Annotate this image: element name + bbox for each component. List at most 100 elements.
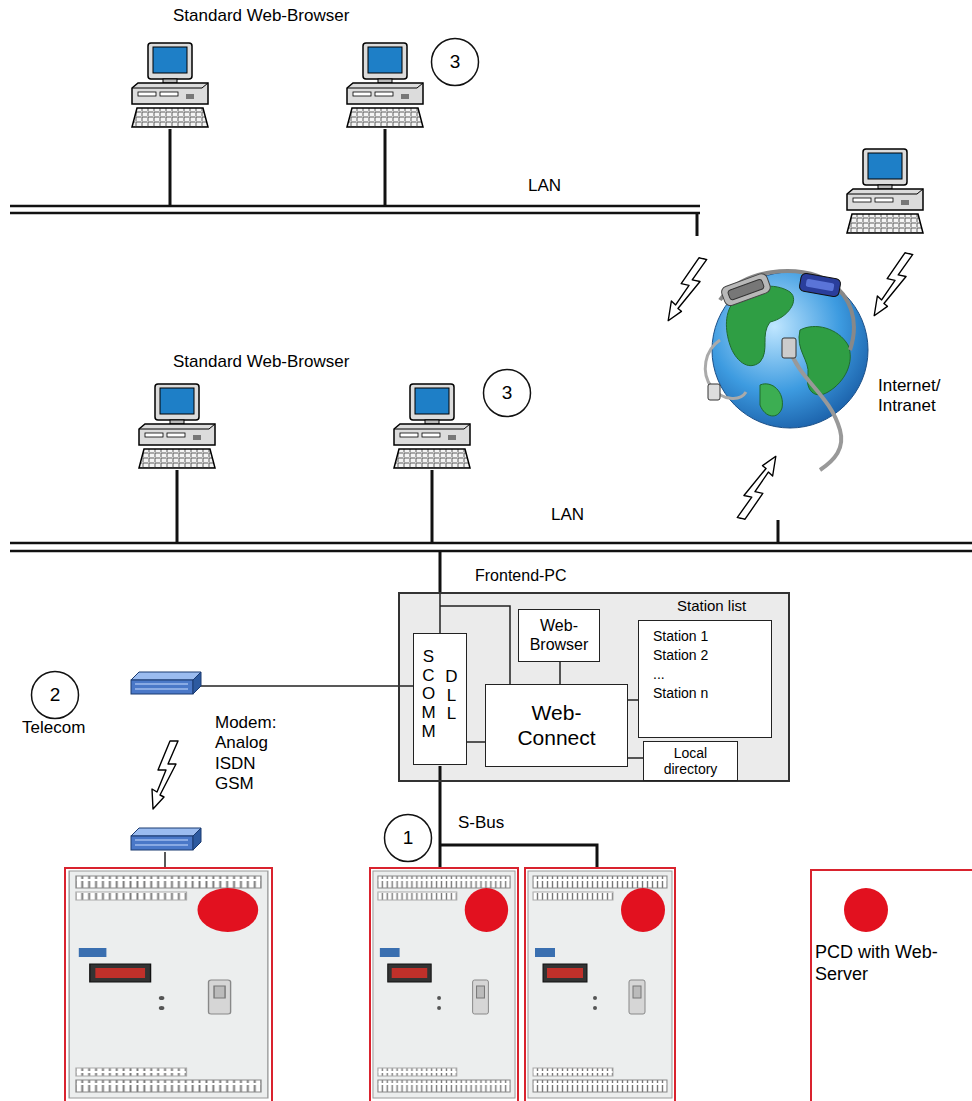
node-text: Local directory	[664, 745, 718, 777]
circle-outline	[385, 815, 432, 862]
network-wire-part	[169, 129, 172, 205]
connector-line	[559, 662, 561, 684]
node-text: Web-Connect	[517, 701, 595, 749]
globe-illustration-part	[720, 272, 772, 307]
lightning-symbol-part	[667, 254, 707, 326]
internal-wire-part	[439, 592, 441, 633]
legend-text: PCD with Web-Server	[815, 942, 965, 985]
node-text: ...	[653, 665, 665, 684]
text-label: Standard Web-Browser	[173, 6, 349, 26]
internal-wire	[165, 592, 510, 868]
component-box: Web-Browser	[518, 609, 600, 662]
node-text: Station n	[653, 684, 708, 703]
globe-illustration-part	[799, 326, 850, 394]
computer-icon-part	[347, 43, 423, 127]
circle-outline	[32, 672, 79, 719]
globe-illustration-part-part	[806, 279, 835, 292]
network-wire-part	[439, 552, 442, 592]
callout-circle: 2	[30, 670, 80, 720]
node-text: Station 2	[653, 646, 708, 665]
lan-bus-part	[10, 550, 972, 553]
pcd-frame-part	[65, 868, 272, 1101]
lightning-symbol	[152, 249, 913, 809]
frontend-fill	[398, 592, 790, 782]
circle-outline	[484, 370, 531, 417]
text-label: Telecom	[22, 718, 85, 738]
node-text: 1	[403, 827, 414, 849]
component-box: Web-Connect	[485, 684, 628, 767]
s-bus-wire-part	[440, 845, 597, 868]
pcd-device-part	[528, 871, 672, 1098]
connector-line	[467, 741, 485, 743]
node-text: Web-Browser	[530, 617, 589, 654]
connector-line	[628, 757, 643, 759]
globe-illustration-part-part	[720, 272, 772, 307]
box-heading: Frontend-PC	[475, 567, 567, 585]
node-text: DLL	[443, 668, 460, 724]
component-box: SCOMM DLL	[413, 633, 467, 765]
lan-bus	[10, 206, 972, 551]
pcd-frame-part	[370, 868, 518, 1101]
text-label: Standard Web-Browser	[173, 352, 349, 372]
node-text: SCOMM	[420, 648, 437, 741]
connector-line	[628, 699, 638, 701]
modem-icon-part	[131, 828, 201, 850]
network-wire-part	[384, 129, 387, 205]
globe-illustration-part	[708, 384, 720, 400]
text-label: LAN	[551, 505, 584, 525]
network-wire-part	[431, 470, 434, 542]
frontend-box: Frontend-PCWeb-BrowserStation listStatio…	[398, 592, 790, 782]
pcd-frame	[65, 868, 972, 1101]
network-wire-part	[777, 520, 780, 542]
node-text: 2	[50, 684, 61, 706]
network-wire-part	[176, 470, 179, 542]
circle-outline	[432, 39, 479, 86]
text-label: S-Bus	[458, 813, 504, 833]
globe-illustration-part-part	[799, 273, 842, 298]
pcd-frame-part	[525, 868, 675, 1101]
network-wire-part	[696, 214, 699, 236]
text-label: Modem: Analog ISDN GSM	[215, 713, 276, 795]
component-box: Local directory	[643, 741, 738, 781]
text-label: LAN	[528, 176, 561, 196]
callout-circle: 1	[383, 813, 433, 863]
legend-swatch	[844, 888, 888, 932]
lan-bus-part	[10, 205, 700, 208]
lightning-symbol-part	[737, 451, 777, 523]
text-label: Internet/ Intranet	[878, 376, 940, 417]
lightning-symbol-part	[152, 741, 178, 809]
globe-illustration-part-part	[727, 279, 764, 301]
globe-illustration	[705, 271, 868, 470]
pcd-device-part	[373, 871, 515, 1098]
network-wire	[170, 129, 778, 592]
box-heading: Station list	[677, 597, 746, 614]
modem-icon	[131, 672, 201, 850]
frontend-fill	[398, 592, 790, 782]
computer-icon	[132, 43, 923, 468]
callout-circle: 3	[482, 368, 532, 418]
globe-illustration-part	[799, 273, 842, 298]
computer-icon-part	[847, 149, 923, 233]
internal-wire-part	[200, 685, 413, 687]
lan-bus-part	[10, 542, 972, 545]
computer-icon-part	[394, 384, 470, 468]
modem-icon-part	[131, 672, 201, 694]
internal-wire-part	[164, 852, 166, 868]
globe-illustration-part	[790, 350, 841, 470]
globe-illustration-part	[782, 338, 796, 358]
computer-icon-part	[132, 43, 208, 127]
lan-bus-part	[10, 212, 700, 215]
component-box: Station listStation 1Station 2...Station…	[638, 620, 772, 738]
pcd-frame-part	[811, 870, 972, 1101]
node-text: Station 1	[653, 627, 708, 646]
callout-circle: 3	[430, 37, 480, 87]
node-text: 3	[450, 51, 461, 73]
node-text: 3	[502, 382, 513, 404]
lightning-symbol-part	[873, 249, 913, 321]
computer-icon-part	[139, 384, 215, 468]
globe-illustration-part	[760, 384, 782, 416]
